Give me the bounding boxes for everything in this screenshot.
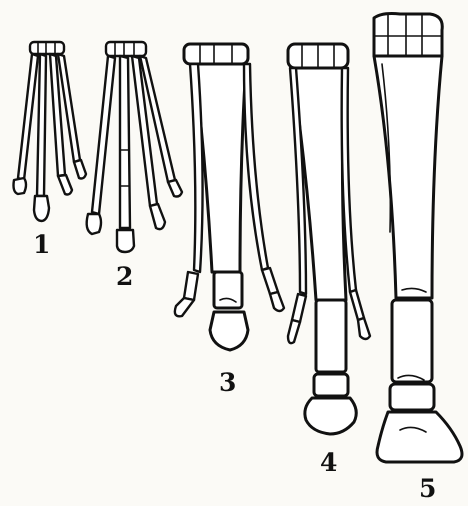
foot-stage-2	[87, 42, 182, 252]
stage-label-1: 1	[33, 232, 50, 257]
stage-label-5: 5	[419, 476, 436, 501]
foot-stage-3	[175, 44, 284, 350]
stage-label-4: 4	[320, 450, 337, 475]
stage-label-2: 2	[116, 264, 133, 289]
foot-stage-5	[374, 14, 462, 463]
foot-stage-4	[288, 44, 370, 434]
stage-label-3: 3	[219, 370, 236, 395]
foot-stage-1	[14, 42, 87, 221]
